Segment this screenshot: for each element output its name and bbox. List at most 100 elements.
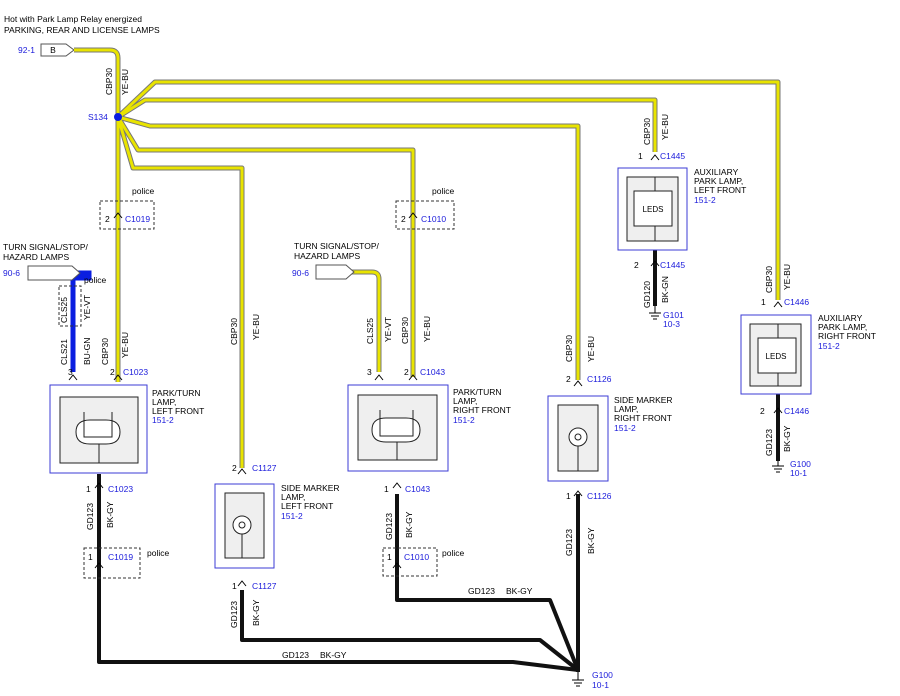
park-right-pin-out: 1: [384, 484, 389, 494]
aux-left-ground-color: BK-GN: [660, 276, 670, 303]
ground-color-side-right: BK-GY: [586, 527, 596, 554]
ground-g101-ref[interactable]: 10-3: [663, 319, 680, 329]
turn-right-line2: HAZARD LAMPS: [294, 251, 360, 261]
turn-left-connector: [27, 265, 81, 281]
turn-left-note: police: [84, 275, 106, 285]
aux-left-ref[interactable]: 151-2: [694, 195, 716, 205]
connector-c1010-bottom[interactable]: 1 C1010 police: [382, 547, 464, 577]
aux-right-line1: AUXILIARY: [818, 313, 863, 323]
aux-right-leds: LEDS: [766, 352, 787, 361]
turn-left-circuit-lower: CLS21: [59, 339, 69, 365]
aux-right-conn-out: C1446: [784, 406, 809, 416]
feed-circuit-aux-right: CBP30: [764, 266, 774, 293]
side-marker-lamp-right[interactable]: [547, 395, 609, 482]
side-left-ref[interactable]: 151-2: [281, 511, 303, 521]
aux-left-conn-out: C1445: [660, 260, 685, 270]
park-left-ref[interactable]: 151-2: [152, 415, 174, 425]
side-right-pin-in: 2: [566, 374, 571, 384]
turn-left-color-lower: BU-GN: [82, 338, 92, 365]
aux-park-lamp-left[interactable]: [617, 167, 688, 251]
ground-g100-right-ref[interactable]: 10-1: [790, 468, 807, 478]
splice-circuit-label: CBP30: [104, 68, 114, 95]
turn-right-line1: TURN SIGNAL/STOP/: [294, 241, 379, 251]
c1019-top-id: C1019: [125, 214, 150, 224]
turn-left-circuit-upper: CLS25: [59, 297, 69, 323]
park-turn-lamp-right[interactable]: [347, 384, 449, 472]
aux-right-ref[interactable]: 151-2: [818, 341, 840, 351]
connector-c1019-bottom[interactable]: 1 C1019 police: [83, 547, 169, 579]
side-right-line1: SIDE MARKER: [614, 395, 673, 405]
c1019-bot-pin: 1: [88, 552, 93, 562]
aux-right-line3: RIGHT FRONT: [818, 331, 876, 341]
feed-circuit-right-park: CBP30: [400, 317, 410, 344]
turn-signal-left-wire: [70, 270, 92, 372]
splice-s134-dot[interactable]: [114, 113, 122, 121]
aux-park-lamp-right[interactable]: [740, 314, 812, 395]
aux-right-pin-out: 2: [760, 406, 765, 416]
ground-circuit-mid: GD123: [468, 586, 495, 596]
park-turn-lamp-left[interactable]: [49, 384, 148, 474]
feed-color-aux-left: YE-BU: [660, 114, 670, 140]
c1010-bot-pin: 1: [387, 552, 392, 562]
ground-circuit-aux-right: GD123: [764, 429, 774, 456]
c1010-top-pin: 2: [401, 214, 406, 224]
aux-right-line2: PARK LAMP,: [818, 322, 867, 332]
ground-circuit-right-park: GD123: [384, 513, 394, 540]
side-marker-lamp-left[interactable]: [214, 483, 275, 569]
ground-g100-ref[interactable]: 10-1: [592, 680, 609, 690]
side-right-ref[interactable]: 151-2: [614, 423, 636, 433]
ground-g100-right-id[interactable]: G100: [790, 459, 811, 469]
park-left-pin3: 3: [68, 367, 73, 377]
aux-left-ground-circuit: GD120: [642, 281, 652, 308]
side-right-line2: LAMP,: [614, 404, 638, 414]
side-left-line2: LAMP,: [281, 492, 305, 502]
feed-color-side-left: YE-BU: [251, 314, 261, 340]
feed-color-right-park: YE-BU: [422, 316, 432, 342]
ground-color-side-left: BK-GY: [251, 599, 261, 626]
side-right-conn-out: C1126: [587, 491, 612, 501]
ground-g101-id[interactable]: G101: [663, 310, 684, 320]
source-ref[interactable]: 92-1: [18, 45, 35, 55]
aux-left-pin-in: 1: [638, 151, 643, 161]
splice-label[interactable]: S134: [88, 112, 108, 122]
c1010-top-note: police: [432, 186, 454, 196]
aux-left-pin-out: 2: [634, 260, 639, 270]
park-right-line2: LAMP,: [453, 396, 477, 406]
ground-color-aux-right: BK-GY: [782, 425, 792, 452]
feed-circuit-aux-left: CBP30: [642, 118, 652, 145]
turn-left-ref[interactable]: 90-6: [3, 268, 20, 278]
turn-left-line1: TURN SIGNAL/STOP/: [3, 242, 88, 252]
connector-c1010-top[interactable]: 2 C1010 police: [395, 186, 455, 230]
park-right-conn-out: C1043: [405, 484, 430, 494]
park-right-pin2: 2: [404, 367, 409, 377]
c1019-top-pin: 2: [105, 214, 110, 224]
park-left-line2: LAMP,: [152, 397, 176, 407]
ground-color-mid: BK-GY: [506, 586, 533, 596]
ground-color-right-park: BK-GY: [404, 511, 414, 538]
source-pin-label: B: [50, 45, 56, 55]
park-right-ref[interactable]: 151-2: [453, 415, 475, 425]
ground-circuit-bottom: GD123: [282, 650, 309, 660]
feed-color-aux-right: YE-BU: [782, 264, 792, 290]
park-right-line1: PARK/TURN: [453, 387, 502, 397]
park-left-line1: PARK/TURN: [152, 388, 201, 398]
c1010-top-id: C1010: [421, 214, 446, 224]
feed-wires: [74, 47, 781, 468]
turn-right-connector: [315, 264, 355, 280]
side-left-pin-in: 2: [232, 463, 237, 473]
park-left-pin-out: 1: [86, 484, 91, 494]
side-left-conn-out: C1127: [252, 581, 277, 591]
ground-color-left-park: BK-GY: [105, 501, 115, 528]
turn-left-line2: HAZARD LAMPS: [3, 252, 69, 262]
side-left-line3: LEFT FRONT: [281, 501, 333, 511]
side-left-pin-out: 1: [232, 581, 237, 591]
park-left-pin2: 2: [110, 367, 115, 377]
aux-right-pin-in: 1: [761, 297, 766, 307]
turn-left-police-box: [58, 285, 82, 327]
ground-g100-id[interactable]: G100: [592, 670, 613, 680]
park-left-conn-in: C1023: [123, 367, 148, 377]
connector-c1019-top[interactable]: 2 C1019 police: [99, 186, 155, 230]
splice-color-label: YE-BU: [120, 69, 130, 95]
turn-right-ref[interactable]: 90-6: [292, 268, 309, 278]
side-left-line1: SIDE MARKER: [281, 483, 340, 493]
